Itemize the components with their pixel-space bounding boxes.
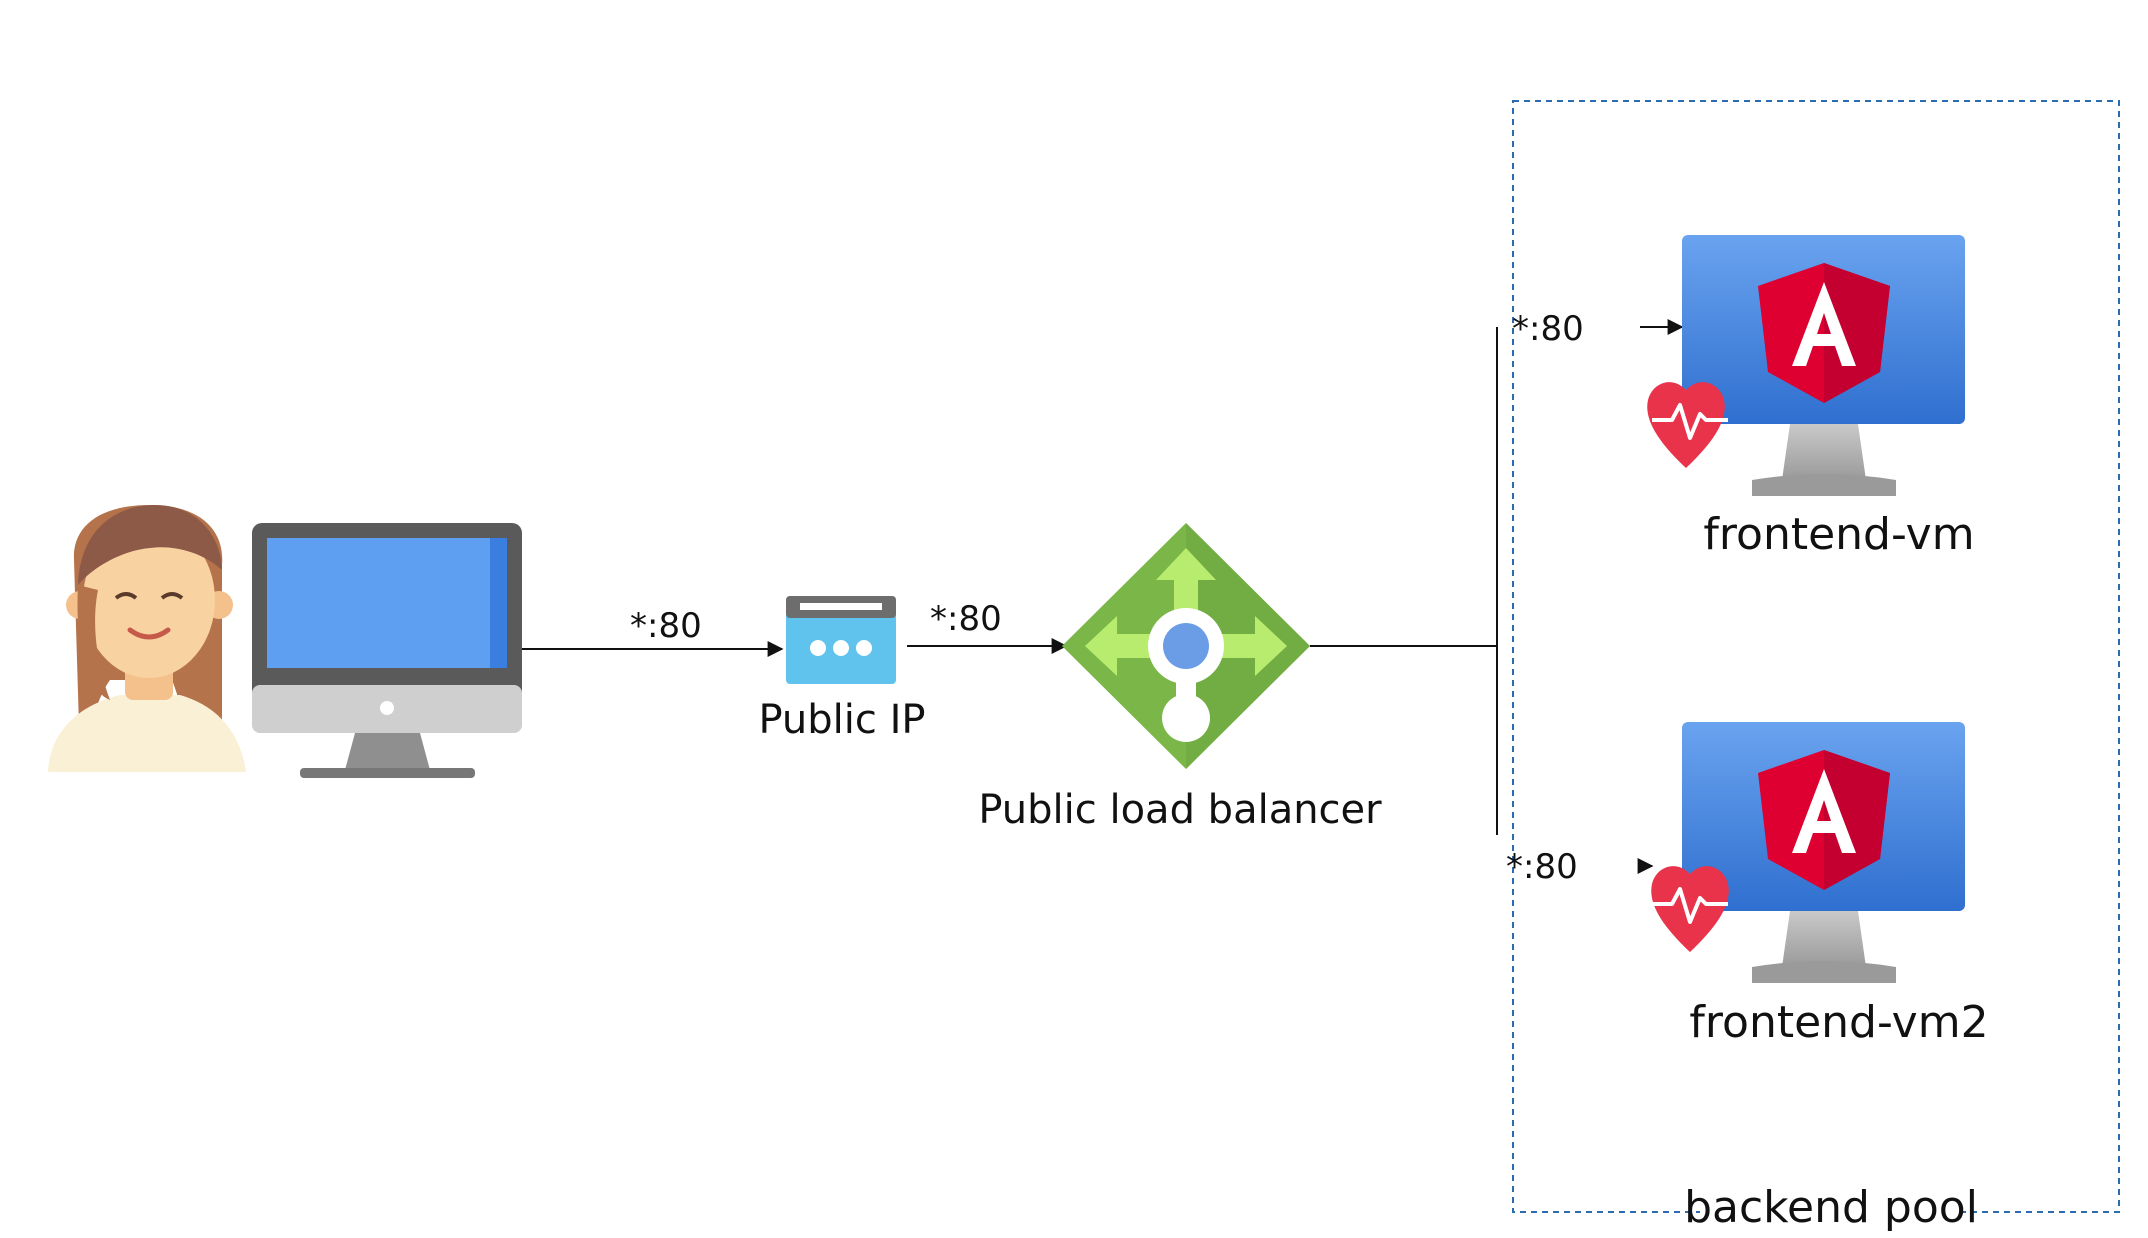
vm2-node: frontend-vm2 — [1651, 722, 1989, 1048]
load-balancer-label: Public load balancer — [978, 787, 1382, 833]
backend-pool-group: backend pool — [1512, 100, 2120, 1234]
vm1-label: frontend-vm — [1703, 509, 1974, 560]
backend-pool-border — [1512, 100, 2120, 1213]
edge-label-client-to-ip: *:80 — [630, 606, 702, 646]
load-balancer-icon — [1062, 523, 1310, 769]
health-heart-icon — [1647, 382, 1728, 468]
edge-ip-to-lb: *:80 — [907, 599, 1068, 654]
edge-lb-to-vm1: *:80 — [1512, 309, 1684, 349]
edge-lb-split — [1310, 327, 1498, 835]
backend-pool-label-bg — [1700, 1186, 1962, 1234]
vm2-label: frontend-vm2 — [1689, 997, 1988, 1048]
edge-lb-to-vm2: *:80 — [1506, 847, 1654, 887]
edge-label-lb-to-vm1: *:80 — [1512, 309, 1584, 349]
public-ip-icon — [786, 596, 896, 684]
edge-client-to-ip: *:80 — [522, 606, 784, 657]
edge-label-ip-to-lb: *:80 — [930, 599, 1002, 639]
edge-label-lb-to-vm2: *:80 — [1506, 847, 1578, 887]
angular-logo-icon — [1758, 750, 1890, 890]
angular-logo-icon — [1758, 263, 1890, 403]
user-icon — [48, 505, 246, 772]
desktop-computer-icon — [252, 523, 522, 778]
health-heart-icon — [1651, 866, 1729, 952]
public-ip-label: Public IP — [758, 697, 925, 743]
vm1-node: frontend-vm — [1647, 235, 1975, 560]
backend-pool-label: backend pool — [1684, 1182, 1978, 1233]
